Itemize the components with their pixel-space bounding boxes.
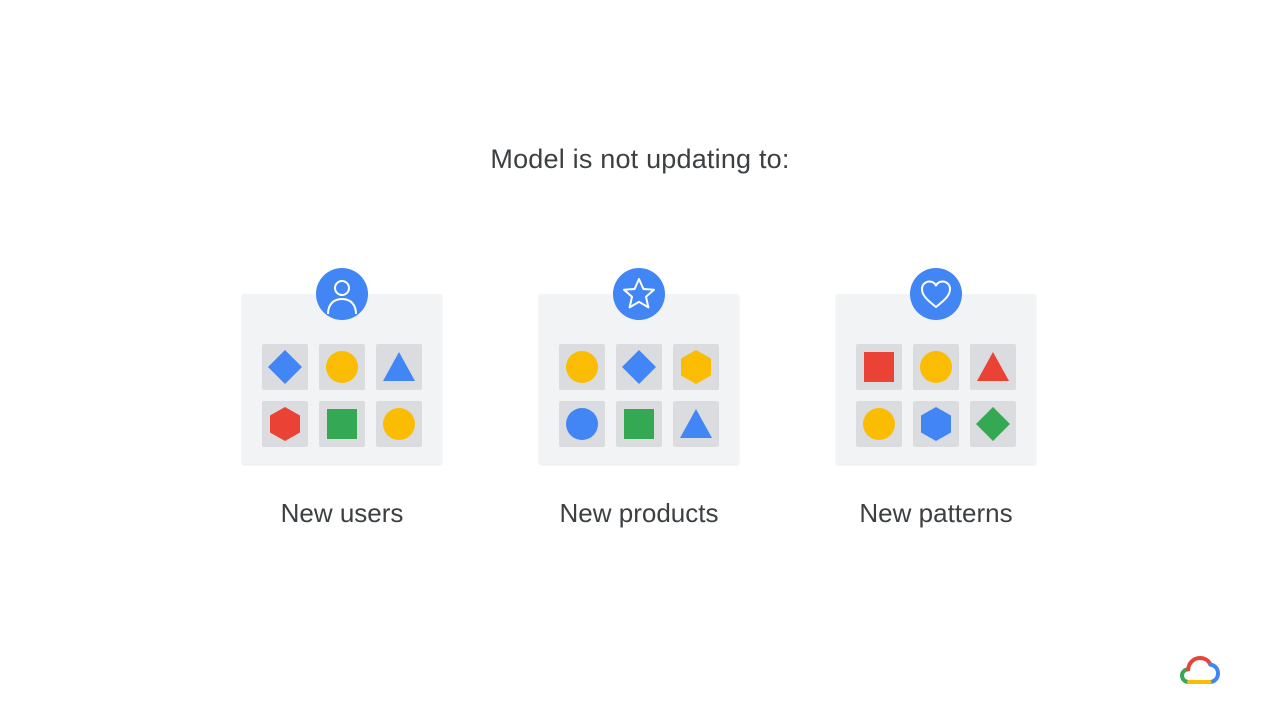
shape-tile — [376, 344, 422, 390]
red-triangle-shape — [975, 349, 1011, 385]
shape-tile — [319, 344, 365, 390]
shape-tile — [673, 401, 719, 447]
yellow-circle-shape — [918, 349, 954, 385]
shape-tile — [673, 344, 719, 390]
star-icon — [613, 268, 665, 320]
shape-tile — [319, 401, 365, 447]
shape-tile — [913, 344, 959, 390]
green-diamond-shape — [975, 406, 1011, 442]
shape-tile — [262, 344, 308, 390]
shape-tile — [856, 344, 902, 390]
blue-diamond-shape — [267, 349, 303, 385]
shape-tile — [856, 401, 902, 447]
shape-grid — [856, 344, 1018, 447]
green-square-shape — [324, 406, 360, 442]
shape-tile — [559, 401, 605, 447]
yellow-circle-shape — [564, 349, 600, 385]
blue-triangle-shape — [381, 349, 417, 385]
blue-diamond-shape — [621, 349, 657, 385]
shape-tile — [559, 344, 605, 390]
panel-caption: New products — [559, 498, 719, 528]
red-square-shape — [861, 349, 897, 385]
shape-grid — [262, 344, 424, 447]
blue-circle-shape — [564, 406, 600, 442]
blue-triangle-shape — [678, 406, 714, 442]
heart-icon — [910, 268, 962, 320]
yellow-circle-shape — [324, 349, 360, 385]
red-hexagon-shape — [267, 406, 303, 442]
yellow-hexagon-shape — [678, 349, 714, 385]
slide-title: Model is not updating to: — [490, 144, 790, 174]
blue-hexagon-shape — [918, 406, 954, 442]
shape-tile — [970, 344, 1016, 390]
shape-tile — [376, 401, 422, 447]
shape-tile — [913, 401, 959, 447]
shape-tile — [616, 344, 662, 390]
panel-caption: New users — [280, 498, 404, 528]
yellow-circle-shape — [861, 406, 897, 442]
user-icon — [316, 268, 368, 320]
shape-tile — [970, 401, 1016, 447]
green-square-shape — [621, 406, 657, 442]
google-cloud-logo-icon — [1179, 654, 1221, 688]
yellow-circle-shape — [381, 406, 417, 442]
shape-grid — [559, 344, 721, 447]
shape-tile — [262, 401, 308, 447]
shape-tile — [616, 401, 662, 447]
panel-caption: New patterns — [859, 498, 1013, 528]
